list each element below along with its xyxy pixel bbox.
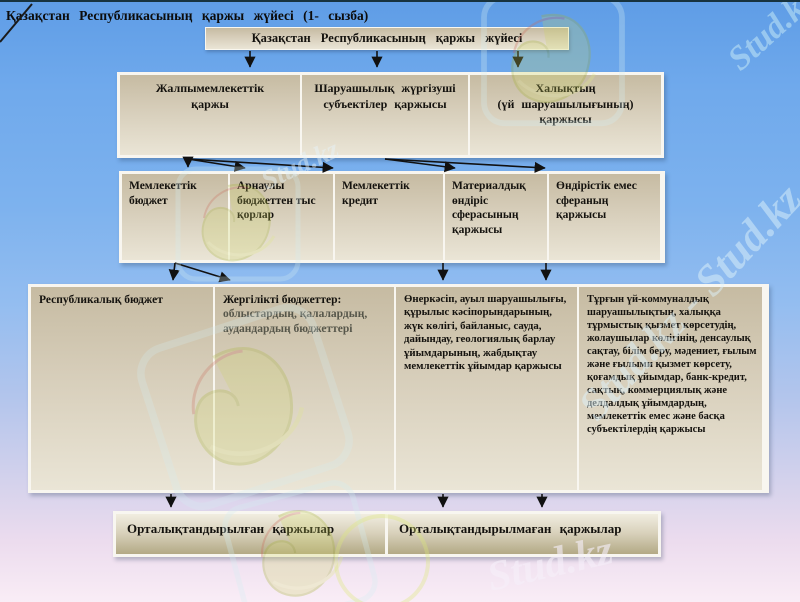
- node-line: Халықтың: [535, 81, 596, 95]
- slide-title: Қазақстан Республикасының қаржы жүйесі (…: [6, 8, 369, 23]
- watermark-text: Stud.kz: [721, 0, 800, 78]
- node-line: (үй шаруашылығының): [497, 96, 634, 111]
- node-republican-budget: Республикалық бюджет: [31, 287, 213, 490]
- node-business-entities-finance: Шаруашылық жүргізуші субъектілер қаржысы: [302, 75, 468, 155]
- node-label: Өнеркәсіп, ауыл шаруашылығы, құрылыс кәс…: [404, 293, 567, 372]
- node-line: Шаруашылық жүргізуші: [314, 81, 456, 95]
- node-subtext: облыстардың, қалалардың, аудандардың бюд…: [223, 308, 368, 335]
- node-label: Мемлекеттік кредит: [342, 180, 410, 207]
- node-root-label: Қазақстан Республикасының қаржы жүйесі: [251, 31, 523, 45]
- level2-row: Жалпымемлекеттік қаржы Шаруашылық жүргіз…: [117, 72, 664, 158]
- node-line: субъектілер қаржысы: [323, 96, 447, 111]
- node-root-finance-system: Қазақстан Республикасының қаржы жүйесі: [205, 27, 569, 50]
- node-line: қаржы: [191, 96, 229, 111]
- node-label: Орталықтандырылған қаржылар: [127, 521, 335, 536]
- node-line: Жалпымемлекеттік: [155, 81, 265, 95]
- node-label: Материалдық өндіріс сферасының қаржысы: [452, 180, 526, 236]
- node-label: Өндірістік емес сфераның қаржысы: [556, 180, 637, 222]
- node-industry-enterprises-finance: Өнеркәсіп, ауыл шаруашылығы, құрылыс кәс…: [396, 287, 577, 490]
- node-household-finance: Халықтың (үй шаруашылығының) қаржысы: [470, 75, 661, 155]
- node-label: Мемлекеттік бюджет: [129, 180, 197, 207]
- level4-row: Республикалық бюджет Жергілікті бюджетте…: [28, 284, 769, 493]
- node-state-finance: Жалпымемлекеттік қаржы: [120, 75, 300, 155]
- node-state-budget: Мемлекеттік бюджет: [122, 174, 228, 260]
- node-label: Орталықтандырылмаған қаржылар: [399, 521, 622, 536]
- node-extrabudgetary-funds: Арнаулы бюджеттен тыс қорлар: [230, 174, 333, 260]
- node-material-production-finance: Материалдық өндіріс сферасының қаржысы: [445, 174, 547, 260]
- level5-row: Орталықтандырылған қаржылар Орталықтанды…: [113, 511, 661, 557]
- node-label: Арнаулы бюджеттен тыс қорлар: [237, 180, 316, 222]
- node-line: қаржысы: [539, 112, 592, 127]
- node-housing-services-finance: Тұрғын үй-коммуналдық шаруашылықтың, хал…: [579, 287, 762, 490]
- node-centralized-finance: Орталықтандырылған қаржылар: [116, 514, 385, 554]
- node-nonproduction-sphere-finance: Өндірістік емес сфераның қаржысы: [549, 174, 660, 260]
- node-local-budgets: Жергілікті бюджеттер: облыстардың, қалал…: [215, 287, 394, 490]
- node-heading: Жергілікті бюджеттер:: [223, 294, 342, 306]
- level3-row: Мемлекеттік бюджет Арнаулы бюджеттен тыс…: [119, 171, 665, 263]
- node-state-credit: Мемлекеттік кредит: [335, 174, 443, 260]
- node-label: Тұрғын үй-коммуналдық шаруашылықтың, хал…: [587, 294, 757, 436]
- node-label: Республикалық бюджет: [39, 294, 163, 306]
- node-decentralized-finance: Орталықтандырылмаған қаржылар: [388, 514, 658, 554]
